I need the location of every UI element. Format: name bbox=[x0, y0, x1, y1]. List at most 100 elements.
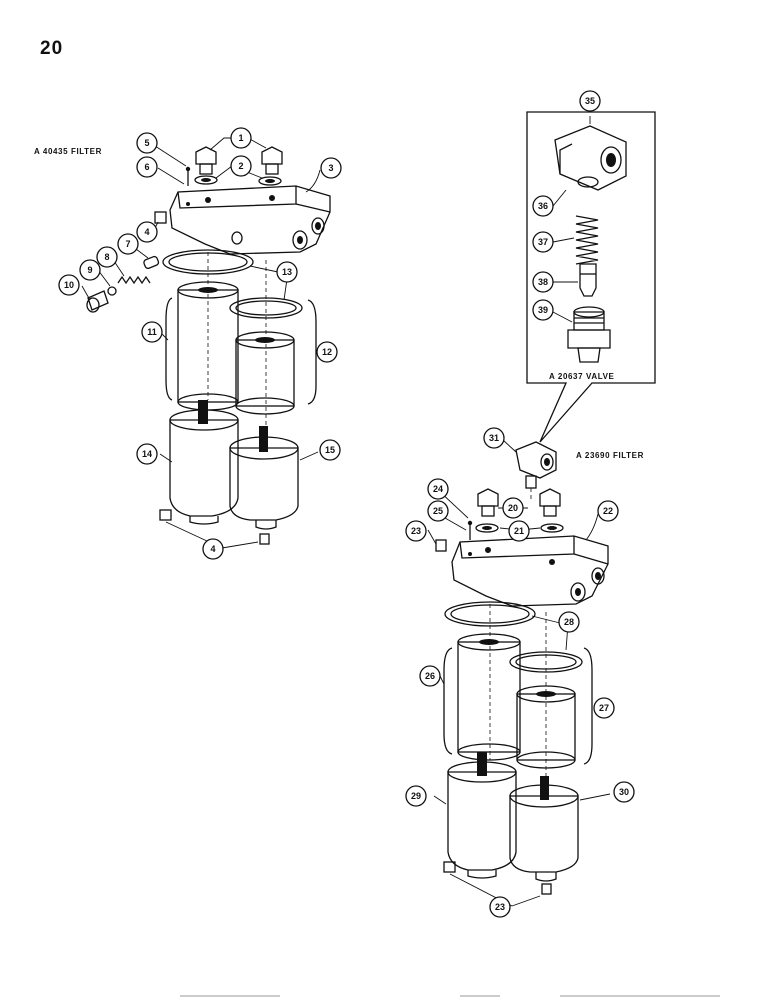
callout-7: 7 bbox=[117, 233, 139, 255]
callout-label: 5 bbox=[144, 138, 149, 148]
callout-27: 27 bbox=[593, 697, 615, 719]
callout-label: 14 bbox=[142, 449, 152, 459]
filter-bowl-large bbox=[169, 400, 239, 525]
callout-circle bbox=[136, 443, 158, 465]
callout-label: 23 bbox=[411, 526, 421, 536]
callout-label: 12 bbox=[322, 347, 332, 357]
callout-label: 1 bbox=[238, 133, 243, 143]
callout-25: 25 bbox=[427, 500, 449, 522]
callout-label: 13 bbox=[282, 267, 292, 277]
callout-circle bbox=[316, 341, 338, 363]
callout-label: 11 bbox=[147, 327, 157, 337]
callout-23: 23 bbox=[405, 520, 427, 542]
callout-circle bbox=[230, 127, 252, 149]
callout-label: 31 bbox=[489, 433, 499, 443]
callout-35: 35 bbox=[579, 90, 601, 112]
callout-label: 23 bbox=[495, 902, 505, 912]
filter-element-small-b bbox=[516, 685, 576, 769]
callout-circle bbox=[593, 697, 615, 719]
callout-label: 30 bbox=[619, 787, 629, 797]
callout-4: 4 bbox=[202, 538, 224, 560]
callout-circle bbox=[58, 274, 80, 296]
callout-20: 20 bbox=[502, 497, 524, 519]
callout-circle bbox=[136, 156, 158, 178]
callout-circle bbox=[532, 231, 554, 253]
callout-circle bbox=[202, 538, 224, 560]
callout-36: 36 bbox=[532, 195, 554, 217]
callout-circle bbox=[405, 520, 427, 542]
bolt-part bbox=[195, 146, 283, 175]
callout-circle bbox=[483, 427, 505, 449]
filter-bowl-small bbox=[229, 426, 299, 530]
callout-circle bbox=[502, 497, 524, 519]
callout-11: 11 bbox=[141, 321, 163, 343]
callout-circle bbox=[405, 785, 427, 807]
page-number: 20 bbox=[40, 38, 64, 59]
filter-a-caption: A 40435 FILTER bbox=[34, 147, 102, 156]
callout-circle bbox=[427, 500, 449, 522]
valve-assembled bbox=[515, 441, 557, 500]
callout-28: 28 bbox=[558, 611, 580, 633]
callout-14: 14 bbox=[136, 443, 158, 465]
callout-label: 36 bbox=[538, 201, 548, 211]
callout-label: 7 bbox=[125, 239, 130, 249]
callout-label: 10 bbox=[64, 280, 74, 290]
callout-37: 37 bbox=[532, 231, 554, 253]
callout-3: 3 bbox=[320, 157, 342, 179]
callout-label: 24 bbox=[433, 484, 443, 494]
leader-lines bbox=[81, 116, 611, 907]
callout-15: 15 bbox=[319, 439, 341, 461]
callout-circle bbox=[96, 246, 118, 268]
filter-head-part bbox=[169, 185, 331, 255]
callout-label: 20 bbox=[508, 503, 518, 513]
callout-circle bbox=[136, 221, 158, 243]
callout-label: 26 bbox=[425, 671, 435, 681]
callout-label: 4 bbox=[144, 227, 149, 237]
callout-31: 31 bbox=[483, 427, 505, 449]
callout-circle bbox=[276, 261, 298, 283]
callout-circle bbox=[579, 90, 601, 112]
callout-circle bbox=[320, 157, 342, 179]
callout-38: 38 bbox=[532, 271, 554, 293]
callout-2: 2 bbox=[230, 155, 252, 177]
callout-circle bbox=[136, 132, 158, 154]
callout-label: 21 bbox=[514, 526, 524, 536]
callout-13: 13 bbox=[276, 261, 298, 283]
callout-circle bbox=[613, 781, 635, 803]
callout-circle bbox=[532, 195, 554, 217]
callout-26: 26 bbox=[419, 665, 441, 687]
callout-label: 37 bbox=[538, 237, 548, 247]
filter-element-large-b bbox=[457, 633, 521, 761]
callout-circle bbox=[319, 439, 341, 461]
callout-label: 27 bbox=[599, 703, 609, 713]
callout-circle bbox=[141, 321, 163, 343]
callout-label: 38 bbox=[538, 277, 548, 287]
filter-element-small bbox=[235, 331, 295, 415]
filter-bowl-small-b bbox=[509, 776, 579, 882]
callout-label: 15 bbox=[325, 445, 335, 455]
callout-label: 6 bbox=[144, 162, 149, 172]
callout-1: 1 bbox=[230, 127, 252, 149]
callout-label: 35 bbox=[585, 96, 595, 106]
callout-circle bbox=[508, 520, 530, 542]
callout-circle bbox=[532, 299, 554, 321]
callout-21: 21 bbox=[508, 520, 530, 542]
callout-circle bbox=[597, 500, 619, 522]
callout-29: 29 bbox=[405, 785, 427, 807]
valve-seat-fitting bbox=[567, 306, 611, 363]
callout-9: 9 bbox=[79, 259, 101, 281]
callout-circle bbox=[230, 155, 252, 177]
callout-10: 10 bbox=[58, 274, 80, 296]
callout-4: 4 bbox=[136, 221, 158, 243]
callout-circle bbox=[427, 478, 449, 500]
callout-label: 25 bbox=[433, 506, 443, 516]
callout-12: 12 bbox=[316, 341, 338, 363]
callout-24: 24 bbox=[427, 478, 449, 500]
callout-label: 8 bbox=[104, 252, 109, 262]
callout-circle bbox=[532, 271, 554, 293]
callout-label: 4 bbox=[210, 544, 215, 554]
callout-label: 29 bbox=[411, 791, 421, 801]
callout-8: 8 bbox=[96, 246, 118, 268]
